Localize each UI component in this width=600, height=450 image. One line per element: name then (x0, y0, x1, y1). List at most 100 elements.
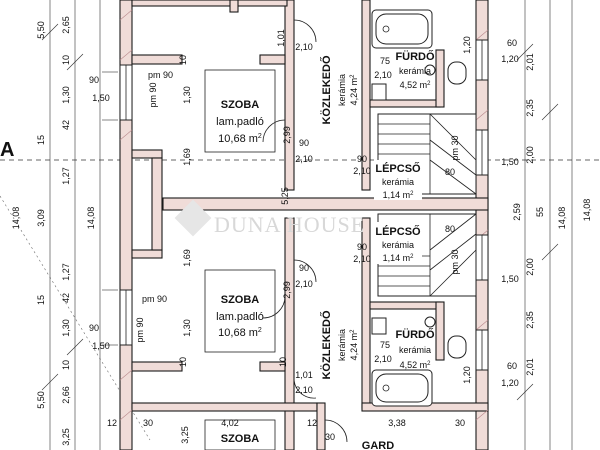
room-gard: GARD (362, 440, 394, 450)
room-kozlekedo-top: KÖZLEKEDŐ kerámia 4,24 m2 (320, 55, 359, 125)
room-name: LÉPCSŐ (375, 162, 421, 175)
room-name: SZOBA (221, 294, 260, 306)
svg-text:90: 90 (89, 75, 99, 85)
stairs (377, 113, 477, 297)
svg-text:75: 75 (380, 340, 390, 350)
svg-text:10: 10 (278, 357, 288, 367)
svg-text:14,08: 14,08 (86, 207, 96, 230)
svg-text:2,10: 2,10 (295, 42, 313, 52)
svg-text:30: 30 (143, 418, 153, 428)
room-floor: kerámia (337, 329, 347, 361)
room-name: SZOBA (221, 433, 260, 445)
room-area: 10,68 m2 (218, 327, 262, 339)
svg-text:10: 10 (61, 360, 71, 370)
svg-text:2,65: 2,65 (61, 16, 71, 34)
svg-text:90: 90 (299, 138, 309, 148)
svg-text:1,20: 1,20 (501, 378, 519, 388)
section-letter: A (0, 139, 14, 161)
szoba-bottom-frame (204, 419, 276, 450)
svg-text:2,01: 2,01 (525, 358, 535, 376)
svg-text:5,50: 5,50 (36, 21, 46, 39)
room-name: FÜRDŐ (395, 50, 435, 63)
svg-text:80: 80 (445, 167, 455, 177)
door-swings (262, 19, 348, 443)
bath-dimension-labels: 75 2,10 75 2,10 1,20 1,20 pm 30 pm 30 80… (374, 36, 472, 384)
windows (119, 39, 489, 371)
svg-text:1,01: 1,01 (276, 29, 286, 47)
svg-text:10: 10 (178, 55, 188, 65)
room-kozlekedo-bottom: KÖZLEKEDŐ kerámia 4,24 m2 (320, 310, 359, 380)
svg-text:2,00: 2,00 (525, 146, 535, 164)
svg-text:2,99: 2,99 (282, 281, 292, 299)
svg-text:5,50: 5,50 (36, 391, 46, 409)
room-area: 1,14 m2 (383, 190, 415, 200)
dimension-labels-left: 5,50 3,09 5,50 2,65 1,30 1,27 1,27 1,30 … (11, 16, 110, 446)
room-floor: kerámia (399, 66, 431, 76)
svg-text:1,69: 1,69 (182, 249, 192, 267)
room-floor: lam.padló (216, 116, 264, 128)
room-area: 4,24 m2 (349, 74, 359, 106)
room-area: 10,68 m2 (218, 133, 262, 145)
room-lepcso-bottom: LÉPCSŐ kerámia 1,14 m2 (374, 222, 422, 264)
svg-text:3,25: 3,25 (61, 428, 71, 446)
svg-text:1,20: 1,20 (501, 54, 519, 64)
room-name: KÖZLEKEDŐ (320, 310, 333, 380)
dimension-labels-right: 14,08 2,01 2,35 2,00 2,59 2,00 2,35 2,01… (501, 38, 592, 388)
room-szoba-bottom: SZOBA (221, 433, 260, 445)
svg-text:60: 60 (507, 361, 517, 371)
svg-text:75: 75 (380, 56, 390, 66)
room-area: 4,52 m2 (400, 80, 432, 90)
svg-text:42: 42 (61, 120, 71, 130)
svg-text:80: 80 (445, 224, 455, 234)
svg-text:14,08: 14,08 (582, 199, 592, 222)
room-name: FÜRDŐ (395, 328, 435, 341)
svg-text:90: 90 (299, 263, 309, 273)
room-floor: lam.padló (216, 311, 264, 323)
svg-text:pm 90: pm 90 (148, 70, 173, 80)
svg-text:90: 90 (89, 323, 99, 333)
svg-text:90: 90 (357, 242, 367, 252)
svg-text:1,50: 1,50 (501, 274, 519, 284)
room-area: 4,24 m2 (349, 329, 359, 361)
svg-text:15: 15 (36, 295, 46, 305)
room-szoba-top: SZOBA lam.padló 10,68 m2 (216, 99, 264, 145)
svg-text:pm 90: pm 90 (135, 317, 145, 342)
svg-text:1,20: 1,20 (462, 36, 472, 54)
room-furdo-bottom: FÜRDŐ kerámia 4,52 m2 (395, 328, 435, 370)
svg-text:30: 30 (325, 432, 335, 442)
svg-text:60: 60 (507, 38, 517, 48)
svg-text:2,99: 2,99 (282, 126, 292, 144)
svg-text:pm 90: pm 90 (142, 294, 167, 304)
room-lepcso-top: LÉPCSŐ kerámia 1,14 m2 (374, 160, 422, 200)
room-area: 4,52 m2 (400, 360, 432, 370)
svg-text:1,30: 1,30 (61, 319, 71, 337)
svg-text:5,25: 5,25 (280, 187, 290, 205)
szoba-mid-frame (204, 269, 276, 353)
svg-text:12: 12 (307, 418, 317, 428)
svg-text:2,00: 2,00 (525, 258, 535, 276)
room-floor: kerámia (382, 240, 414, 250)
svg-text:42: 42 (61, 293, 71, 303)
svg-text:3,09: 3,09 (36, 209, 46, 227)
szoba-top-frame (204, 69, 276, 153)
room-name: LÉPCSŐ (375, 225, 421, 238)
svg-text:90: 90 (357, 154, 367, 164)
svg-text:15: 15 (36, 135, 46, 145)
dimension-labels-center: 1,69 1,69 5,25 pm 90 pm 90 pm 90 pm 90 1… (135, 70, 292, 343)
room-name: KÖZLEKEDŐ (320, 55, 333, 125)
svg-text:14,08: 14,08 (11, 207, 21, 230)
dimension-lines (41, 0, 573, 450)
svg-text:2,59: 2,59 (512, 203, 522, 221)
room-name: SZOBA (221, 99, 260, 111)
svg-text:2,10: 2,10 (295, 279, 313, 289)
svg-text:2,10: 2,10 (295, 385, 313, 395)
svg-text:2,10: 2,10 (374, 70, 392, 80)
svg-text:1,27: 1,27 (61, 167, 71, 185)
svg-text:1,20: 1,20 (462, 366, 472, 384)
room-furdo-top: FÜRDŐ kerámia 4,52 m2 (395, 50, 435, 90)
svg-text:2,10: 2,10 (353, 254, 371, 264)
svg-text:1,30: 1,30 (61, 86, 71, 104)
room-szoba-mid: SZOBA lam.padló 10,68 m2 (216, 294, 264, 339)
sanitary-fixtures (371, 61, 467, 359)
bathtubs (371, 9, 433, 407)
